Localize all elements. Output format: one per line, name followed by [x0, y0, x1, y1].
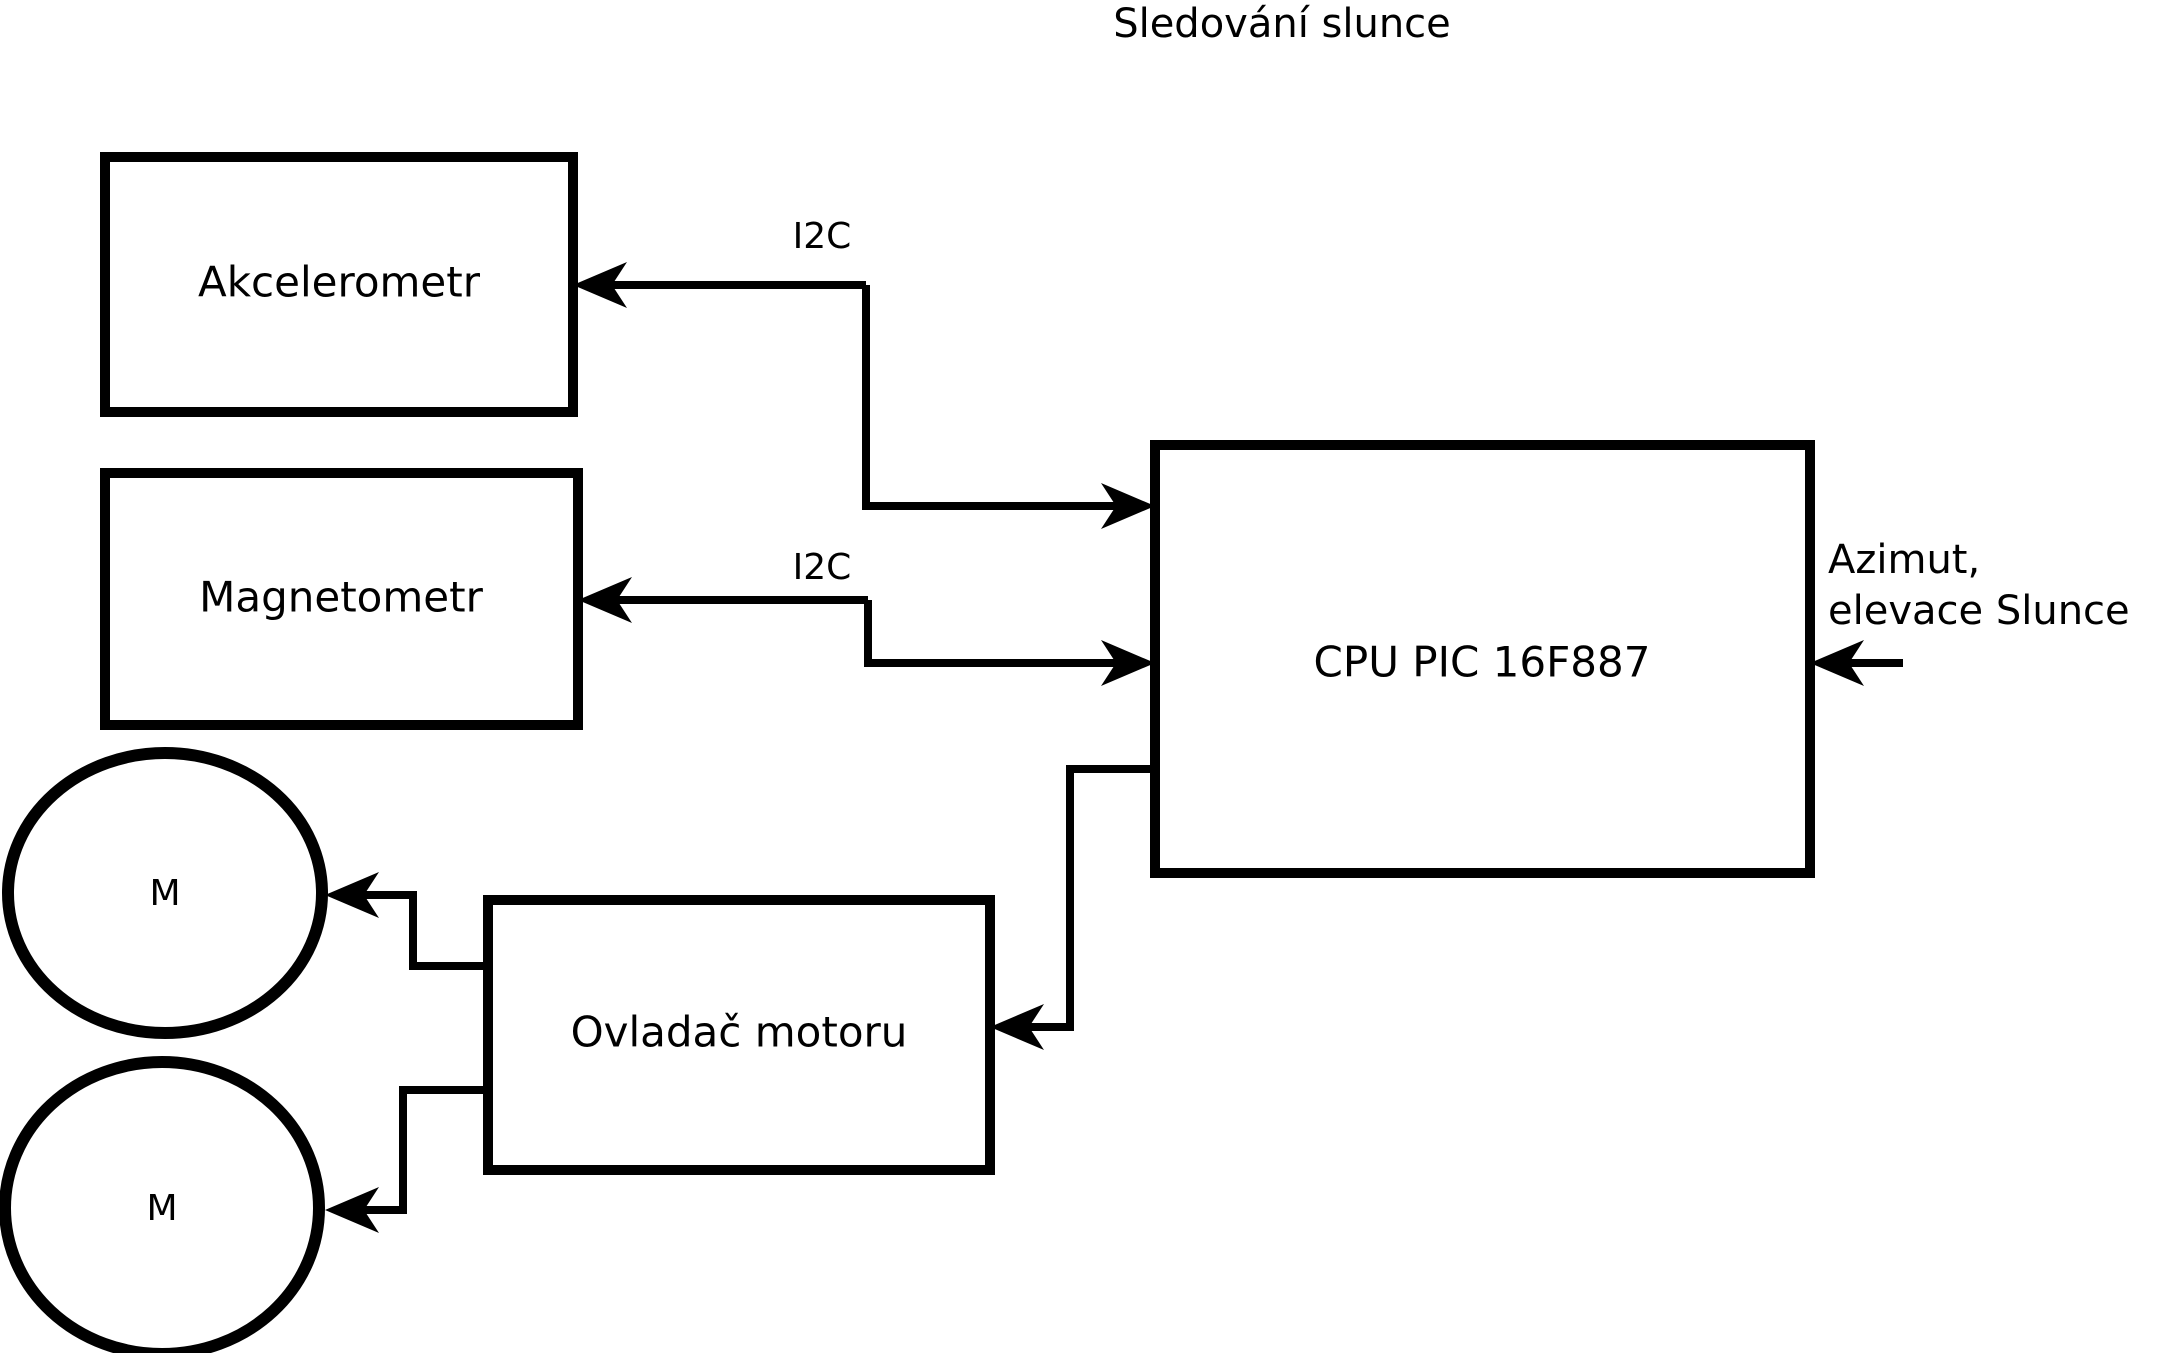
block-motor-2-label: M — [146, 1188, 177, 1229]
annotation-sun-input-line1: Azimut, — [1828, 537, 1980, 583]
wire-i2c-accelerometer-in — [573, 262, 866, 308]
wire-cpu-to-motor-driver — [990, 765, 1155, 1050]
block-motor-1[interactable]: M — [2, 747, 328, 1039]
wire-motor-driver-to-motor-2 — [325, 1086, 488, 1233]
annotation-sun-input-line2: elevace Slunce — [1828, 588, 2130, 634]
wire-sun-input — [1810, 640, 1903, 686]
wire-motor-driver-to-motor-1 — [325, 872, 488, 970]
block-motor-driver-label: Ovladač motoru — [571, 1008, 908, 1057]
block-cpu[interactable]: CPU PIC 16F887 — [1150, 440, 1815, 878]
block-accelerometer-label: Akcelerometr — [198, 258, 481, 307]
edge-label-i2c-magnetometer: I2C — [793, 547, 852, 588]
wire-i2c-accelerometer-out — [862, 285, 1155, 529]
block-accelerometer[interactable]: Akcelerometr — [100, 152, 578, 417]
block-magnetometer[interactable]: Magnetometr — [100, 468, 583, 730]
edge-label-i2c-accelerometer: I2C — [793, 216, 852, 257]
block-magnetometer-label: Magnetometr — [199, 573, 483, 622]
wire-i2c-magnetometer-in — [578, 577, 868, 623]
block-motor-1-label: M — [149, 873, 180, 914]
wire-i2c-magnetometer-out — [864, 600, 1155, 686]
block-motor-2[interactable]: M — [0, 1056, 325, 1353]
block-cpu-label: CPU PIC 16F887 — [1314, 638, 1651, 687]
block-motor-driver[interactable]: Ovladač motoru — [483, 895, 995, 1175]
diagram-title: Sledování slunce — [1113, 1, 1451, 47]
